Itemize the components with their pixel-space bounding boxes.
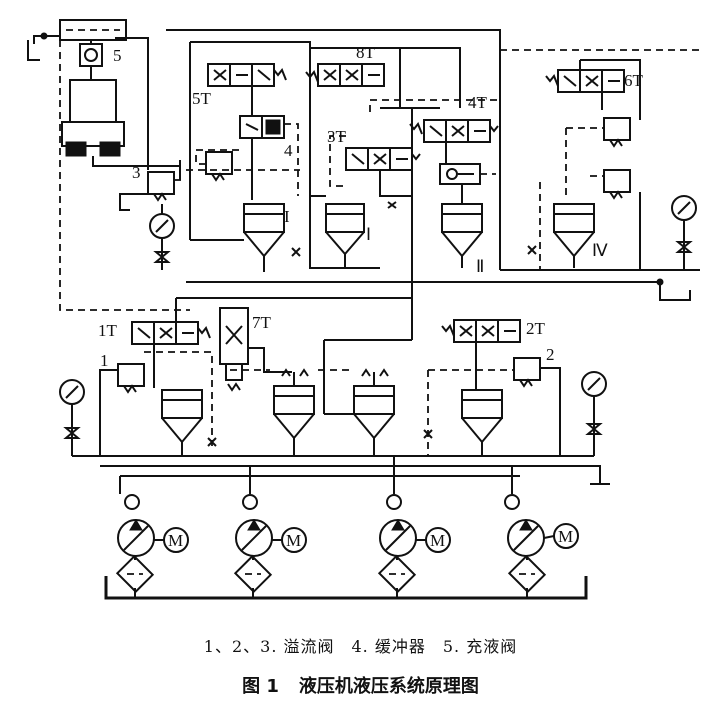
prefill-valve-5: 5 xyxy=(79,40,122,80)
label-1T: 1T xyxy=(98,321,118,340)
relief-valve-2: 2 xyxy=(428,345,561,456)
bottom-tank-line xyxy=(104,576,588,600)
cylinder-II: Ⅰ xyxy=(325,203,371,268)
label-7T: 7T xyxy=(252,313,272,332)
directional-valve-4T: 4T xyxy=(369,93,500,143)
label-2T: 2T xyxy=(526,319,546,338)
pump-unit-1: M xyxy=(115,494,189,594)
label-cylinder-IV: Ⅳ xyxy=(592,241,608,260)
relief-valve-right-lower xyxy=(590,169,631,200)
directional-valve-5T: 5T xyxy=(192,63,287,116)
figure-caption: 图 1 液压机液压系统原理图 xyxy=(0,672,721,698)
relief-valve-3: 3 xyxy=(119,163,186,211)
label-2: 2 xyxy=(546,345,555,364)
lower-cylinder-1 xyxy=(161,389,203,456)
pressure-gauge-lower-right xyxy=(581,371,607,456)
pressure-gauge-upper-left xyxy=(149,204,175,270)
pump-unit-2: M xyxy=(233,494,307,594)
label-4: 4 xyxy=(284,141,293,160)
label-3: 3 xyxy=(132,163,141,182)
directional-valve-8T: 8T xyxy=(305,43,385,87)
label-8T: 8T xyxy=(356,43,376,62)
check-x-1 xyxy=(291,247,301,257)
pump-unit-4: M xyxy=(504,494,579,594)
motor-label-2: M xyxy=(286,531,301,550)
label-cylinder-I: I xyxy=(284,207,290,226)
lower-cylinder-3 xyxy=(353,368,395,456)
relief-valve-1: 1 xyxy=(99,351,213,456)
pressure-gauge-lower-left xyxy=(59,379,85,456)
check-x-3 xyxy=(527,245,537,255)
label-6T: 6T xyxy=(624,71,644,90)
label-cylinder-II: Ⅰ xyxy=(366,225,371,244)
buffer-valve-4: 4 xyxy=(239,115,299,200)
main-press-cylinder xyxy=(61,79,180,167)
label-5: 5 xyxy=(113,46,122,65)
directional-valve-1T: 1T xyxy=(98,321,211,388)
top-oil-tank xyxy=(27,19,127,61)
pipe-top-left xyxy=(115,37,149,170)
figure-title: 液压机液压系统原理图 xyxy=(298,676,479,697)
pipe-lower-return xyxy=(100,465,601,484)
cylinder-I: I xyxy=(243,203,290,272)
directional-valve-3T: 3T xyxy=(327,108,421,197)
legend-caption: 1、2、3. 溢流阀 4. 缓冲器 5. 充液阀 xyxy=(203,637,518,656)
pipe-8T-line xyxy=(310,47,461,108)
figure-number: 图 1 xyxy=(242,676,279,697)
pressure-gauge-upper-right xyxy=(671,195,697,270)
check-x-2 xyxy=(387,201,397,209)
relief-valve-right-upper xyxy=(566,117,631,148)
lower-cylinder-2 xyxy=(273,368,315,456)
directional-valve-6T: 6T xyxy=(545,60,644,110)
lower-cylinder-4 xyxy=(461,389,503,456)
check-x-4 xyxy=(207,437,217,447)
pump-unit-3: M xyxy=(377,494,451,594)
directional-valve-2T: 2T xyxy=(441,319,546,390)
directional-valve-7T: 7T xyxy=(219,307,292,392)
label-4T: 4T xyxy=(468,93,488,112)
motor-label-3: M xyxy=(430,531,445,550)
motor-label-4: M xyxy=(558,527,573,546)
check-valve-block xyxy=(439,142,496,185)
pipe-top-main xyxy=(166,29,501,270)
label-cylinder-III: Ⅱ xyxy=(476,257,484,276)
motor-label-1: M xyxy=(168,531,183,550)
relief-valve-upper xyxy=(195,149,240,182)
label-3T: 3T xyxy=(327,127,347,146)
label-1: 1 xyxy=(100,351,109,370)
cylinder-III: Ⅱ xyxy=(441,203,484,276)
pilot-line-left xyxy=(59,40,190,311)
cylinder-IV: Ⅳ xyxy=(553,203,608,268)
label-5T: 5T xyxy=(192,89,212,108)
